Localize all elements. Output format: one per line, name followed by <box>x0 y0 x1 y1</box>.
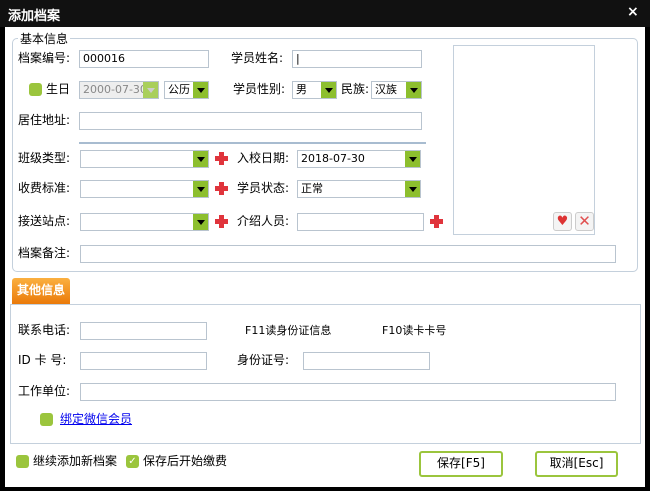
read-id-card-button[interactable]: F11读身份证信息 <box>245 324 332 337</box>
calendar-select[interactable]: 公历 <box>164 81 209 99</box>
read-card-no-button[interactable]: F10读卡卡号 <box>382 324 447 337</box>
address-label: 居住地址: <box>18 113 71 127</box>
other-info-panel <box>10 304 641 444</box>
window-title: 添加档案 <box>8 9 61 24</box>
separator <box>79 142 426 144</box>
address-input[interactable] <box>79 112 422 130</box>
enroll-date-value: 2018-07-30 <box>301 152 365 165</box>
class-label: 班级类型: <box>18 151 71 165</box>
ethnicity-label: 民族: <box>341 82 370 96</box>
add-photo-icon[interactable]: ♥ <box>553 212 572 231</box>
idcard-label: ID 卡 号: <box>18 353 67 367</box>
class-select[interactable] <box>80 150 209 168</box>
basic-info-legend: 基本信息 <box>18 30 71 47</box>
ethnicity-select[interactable]: 汉族 <box>371 81 422 99</box>
basic-info-group <box>12 38 638 272</box>
ethnicity-value: 汉族 <box>375 83 397 96</box>
chevron-down-icon <box>193 214 208 230</box>
chevron-down-icon <box>143 82 158 98</box>
pay-after-save-checkbox[interactable]: ✓ <box>126 455 139 468</box>
idcard-input[interactable] <box>80 352 207 370</box>
chevron-down-icon <box>193 82 208 98</box>
chevron-down-icon <box>193 151 208 167</box>
fee-select[interactable] <box>80 180 209 198</box>
station-label: 接送站点: <box>18 214 71 228</box>
identity-input[interactable] <box>303 352 430 370</box>
identity-label: 身份证号: <box>237 353 290 367</box>
continue-add-checkbox[interactable] <box>16 455 29 468</box>
cancel-button[interactable]: 取消[Esc] <box>535 451 618 477</box>
gender-label: 学员性别: <box>233 82 286 96</box>
enroll-date-picker[interactable]: 2018-07-30 <box>297 150 421 168</box>
wechat-checkbox[interactable] <box>40 413 53 426</box>
add-station-icon[interactable] <box>215 215 228 228</box>
chevron-down-icon <box>406 82 421 98</box>
continue-add-label: 继续添加新档案 <box>33 454 118 468</box>
enroll-date-label: 入校日期: <box>237 151 290 165</box>
birthday-label: 生日 <box>46 82 71 96</box>
add-fee-icon[interactable] <box>215 182 228 195</box>
delete-photo-icon[interactable]: ✕ <box>575 212 594 231</box>
remark-input[interactable] <box>80 245 616 263</box>
name-label: 学员姓名: <box>231 51 284 65</box>
status-label: 学员状态: <box>237 181 290 195</box>
name-input[interactable]: | <box>292 50 422 68</box>
remark-label: 档案备注: <box>18 246 71 260</box>
work-label: 工作单位: <box>18 384 71 398</box>
chevron-down-icon <box>193 181 208 197</box>
status-value: 正常 <box>301 182 323 195</box>
birthday-checkbox[interactable] <box>29 83 42 96</box>
phone-input[interactable] <box>80 322 207 340</box>
file-no-input[interactable]: 000016 <box>79 50 209 68</box>
add-referrer-icon[interactable] <box>430 215 443 228</box>
birthday-value: 2000-07-30 <box>83 83 147 96</box>
work-input[interactable] <box>80 383 616 401</box>
title-bar[interactable] <box>0 0 650 27</box>
photo-box[interactable] <box>453 45 595 235</box>
file-no-label: 档案编号: <box>18 51 71 65</box>
save-button[interactable]: 保存[F5] <box>419 451 503 477</box>
close-button[interactable]: × <box>627 4 639 20</box>
birthday-picker[interactable]: 2000-07-30 <box>79 81 159 99</box>
chevron-down-icon <box>405 181 420 197</box>
status-select[interactable]: 正常 <box>297 180 421 198</box>
fee-label: 收费标准: <box>18 181 71 195</box>
calendar-value: 公历 <box>168 83 190 96</box>
chevron-down-icon <box>321 82 336 98</box>
station-select[interactable] <box>80 213 209 231</box>
referrer-label: 介绍人员: <box>237 214 290 228</box>
bind-wechat-link[interactable]: 绑定微信会员 <box>60 412 133 426</box>
gender-select[interactable]: 男 <box>292 81 337 99</box>
tab-other-info[interactable]: 其他信息 <box>12 278 70 304</box>
phone-label: 联系电话: <box>18 323 71 337</box>
pay-after-save-label: 保存后开始缴费 <box>143 454 228 468</box>
gender-value: 男 <box>296 83 307 96</box>
add-class-icon[interactable] <box>215 152 228 165</box>
chevron-down-icon <box>405 151 420 167</box>
referrer-input[interactable] <box>297 213 424 231</box>
